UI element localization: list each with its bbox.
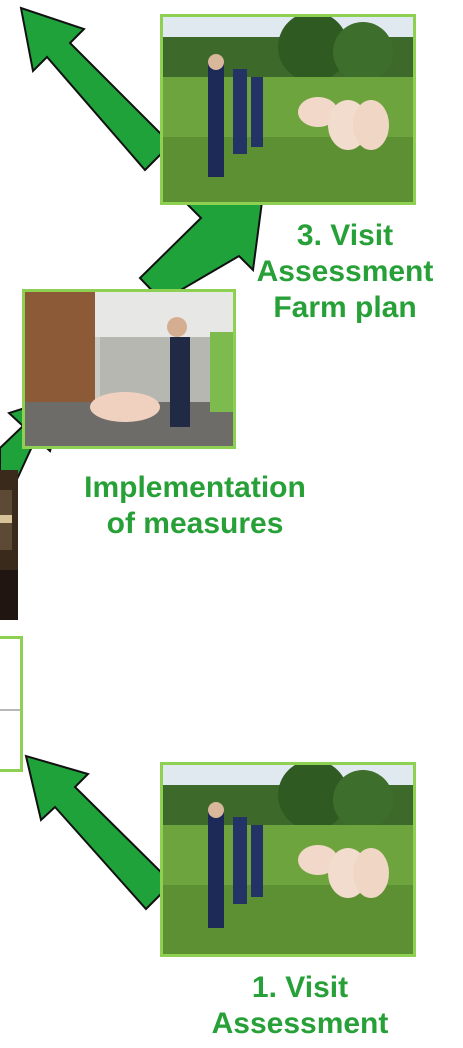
photo-implementation — [22, 289, 236, 449]
caption-line: Assessment — [211, 1007, 389, 1040]
caption-line: 1. Visit — [251, 971, 349, 1004]
caption-visit-3: 3. Visit Assessment Farm plan — [240, 218, 450, 326]
cutoff-frame — [0, 636, 23, 772]
caption-line: Farm plan — [273, 291, 417, 324]
caption-line: Implementation — [84, 471, 306, 504]
cutoff-photo — [0, 470, 18, 620]
caption-line: Assessment — [256, 255, 434, 288]
caption-visit-1: 1. Visit Assessment — [200, 970, 400, 1042]
arrow-to-top-left — [19, 6, 173, 172]
frame-divider — [0, 709, 20, 711]
photo-visit-1 — [160, 762, 416, 957]
arrow-visit-1-to-left — [24, 754, 174, 911]
caption-line: 3. Visit — [296, 219, 394, 252]
photo-visit-3 — [160, 14, 416, 205]
caption-implementation: Implementation of measures — [40, 470, 350, 542]
caption-line: of measures — [106, 507, 284, 540]
